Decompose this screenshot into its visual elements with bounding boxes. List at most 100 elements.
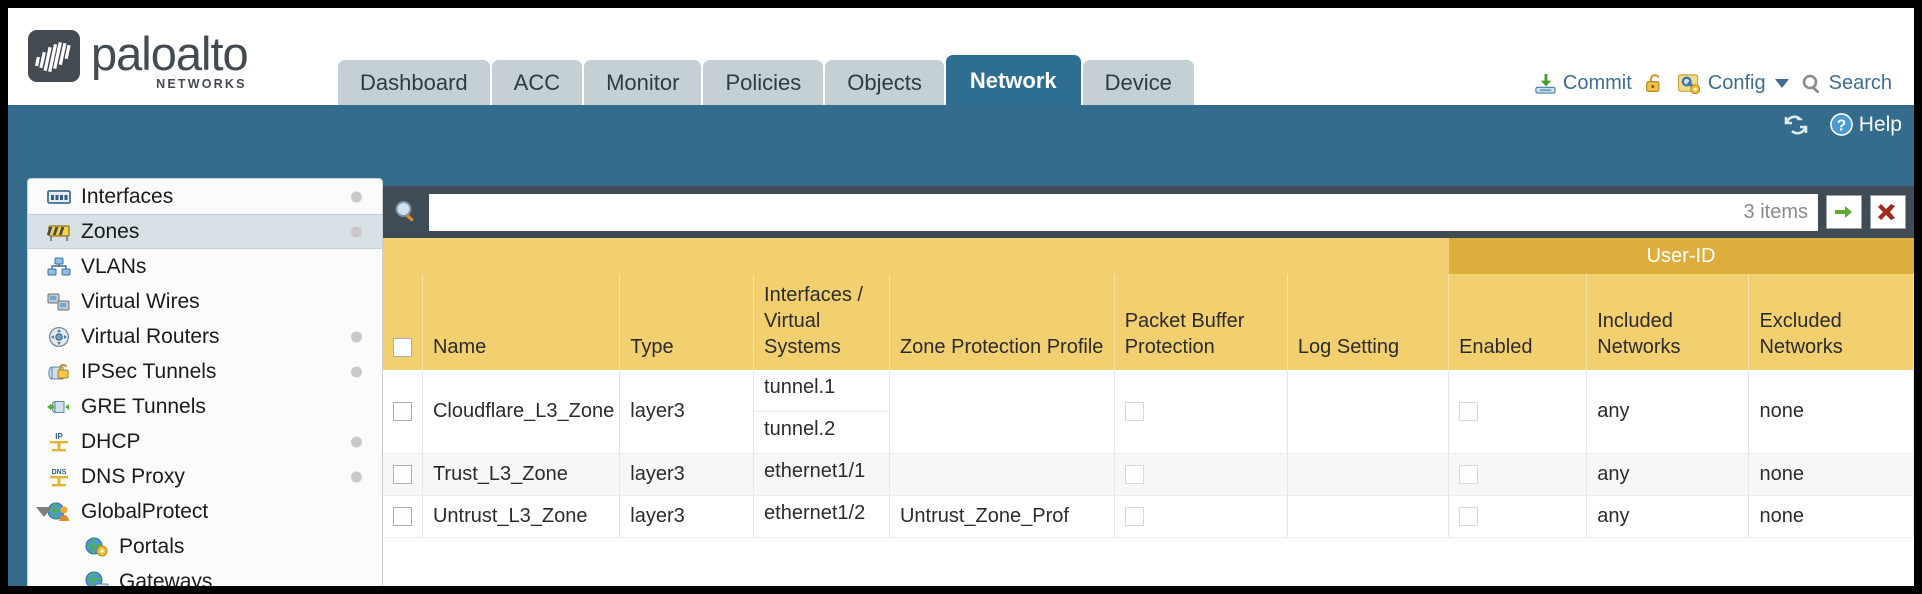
row-select-checkbox[interactable]: [393, 507, 412, 527]
group-header-spacer: [383, 238, 1449, 274]
refresh-button[interactable]: [1783, 113, 1809, 137]
packet-buffer-protection-checkbox[interactable]: [1124, 465, 1144, 485]
zone-protection-profile-cell: [889, 370, 1115, 454]
sidebar-item-gateways[interactable]: Gateways: [28, 564, 382, 586]
column-header-log-setting[interactable]: Log Setting: [1287, 274, 1450, 370]
sidebar-item-label: Gateways: [119, 569, 213, 587]
sidebar-item-label: GRE Tunnels: [81, 394, 206, 418]
interface-item: ethernet1/2: [764, 502, 866, 524]
help-icon: ?: [1829, 113, 1853, 136]
lock-button[interactable]: [1644, 72, 1665, 95]
zone-name-link[interactable]: Cloudflare_L3_Zone: [422, 370, 621, 454]
item-count-label: 3 items: [1743, 200, 1808, 223]
tab-device[interactable]: Device: [1082, 60, 1194, 105]
log-setting-cell: [1287, 453, 1450, 496]
userid-group-header: User-ID: [1448, 238, 1914, 274]
subheader-actions: ? Help: [1783, 112, 1902, 137]
tab-acc[interactable]: ACC: [491, 60, 583, 105]
filter-toolbar: 3 items: [383, 186, 1914, 238]
help-button[interactable]: ? Help: [1829, 112, 1902, 137]
column-header-zone-protection-profile[interactable]: Zone Protection Profile: [889, 274, 1115, 370]
config-icon: [1677, 74, 1700, 95]
userid-enabled-checkbox[interactable]: [1459, 507, 1479, 527]
sidebar-item-interfaces[interactable]: Interfaces: [28, 179, 382, 214]
commit-label: Commit: [1562, 72, 1632, 94]
column-header-enabled[interactable]: Enabled: [1448, 274, 1588, 370]
packet-buffer-protection-cell[interactable]: [1114, 453, 1288, 496]
select-all-header[interactable]: [383, 274, 423, 370]
apply-filter-button[interactable]: [1826, 195, 1862, 229]
portals-icon: [84, 536, 110, 558]
zone-protection-profile-cell: [889, 453, 1115, 496]
tab-dashboard[interactable]: Dashboard: [338, 60, 490, 105]
row-select-cell[interactable]: [383, 453, 423, 496]
sidebar-item-ipsec-tunnels[interactable]: IPSec Tunnels: [28, 354, 382, 389]
search-label: Search: [1828, 72, 1892, 94]
row-select-cell[interactable]: [383, 495, 423, 538]
column-header-included-networks[interactable]: Included Networks: [1586, 274, 1750, 370]
column-header-excluded-networks[interactable]: Excluded Networks: [1748, 274, 1914, 370]
brand-wordmark: paloalto: [91, 27, 249, 80]
expand-twisty-icon[interactable]: [36, 506, 52, 517]
row-select-checkbox[interactable]: [393, 402, 412, 422]
zone-name-link[interactable]: Trust_L3_Zone: [422, 453, 621, 496]
packet-buffer-protection-cell[interactable]: [1114, 495, 1288, 538]
ipsec-tunnels-icon: [46, 361, 72, 383]
sidebar-item-label: Portals: [119, 534, 185, 558]
select-all-checkbox[interactable]: [393, 338, 412, 358]
paloalto-logo-icon: [28, 30, 80, 82]
included-networks-cell: any: [1586, 495, 1750, 538]
zone-type-cell: layer3: [619, 370, 755, 454]
column-header-interfaces-virtual-systems[interactable]: Interfaces / Virtual Systems: [753, 274, 890, 370]
magnifier-icon: [391, 199, 421, 225]
sidebar-item-vlans[interactable]: VLANs: [28, 249, 382, 284]
zone-type-cell: layer3: [619, 495, 755, 538]
chevron-down-icon: [1774, 79, 1789, 88]
virtual-routers-icon: [46, 326, 72, 348]
sidebar-item-label: Interfaces: [81, 184, 174, 208]
commit-button[interactable]: Commit: [1534, 72, 1632, 95]
log-setting-cell: [1287, 370, 1450, 454]
tab-objects[interactable]: Objects: [825, 60, 944, 105]
sidebar-item-label: Virtual Wires: [81, 289, 200, 313]
packet-buffer-protection-cell[interactable]: [1114, 370, 1288, 454]
group-header-row: User-ID: [383, 238, 1914, 274]
packet-buffer-protection-checkbox[interactable]: [1124, 507, 1144, 527]
column-header-packet-buffer-protection[interactable]: Packet Buffer Protection: [1114, 274, 1288, 370]
tab-network[interactable]: Network: [945, 55, 1081, 105]
packet-buffer-protection-checkbox[interactable]: [1124, 402, 1144, 422]
sidebar-item-zones[interactable]: Zones: [28, 214, 382, 249]
row-select-cell[interactable]: [383, 370, 423, 454]
clear-filter-button[interactable]: [1870, 195, 1906, 229]
row-select-checkbox[interactable]: [393, 465, 412, 485]
userid-enabled-cell[interactable]: [1448, 495, 1588, 538]
tab-policies[interactable]: Policies: [703, 60, 824, 105]
excluded-networks-cell: none: [1748, 370, 1914, 454]
interfaces-cell: ethernet1/2: [753, 495, 890, 538]
column-header-type[interactable]: Type: [619, 274, 755, 370]
userid-enabled-checkbox[interactable]: [1459, 465, 1479, 485]
config-dropdown[interactable]: Config: [1677, 72, 1789, 95]
userid-enabled-checkbox[interactable]: [1459, 402, 1479, 422]
interface-item: ethernet1/1: [764, 460, 866, 482]
userid-enabled-cell[interactable]: [1448, 370, 1588, 454]
filter-input[interactable]: 3 items: [429, 193, 1818, 231]
sidebar-item-virtual-routers[interactable]: Virtual Routers: [28, 319, 382, 354]
zone-name-link[interactable]: Untrust_L3_Zone: [422, 495, 621, 538]
sidebar-item-virtual-wires[interactable]: Virtual Wires: [28, 284, 382, 319]
column-header-name[interactable]: Name: [422, 274, 621, 370]
sidebar-item-gre-tunnels[interactable]: GRE Tunnels: [28, 389, 382, 424]
userid-enabled-cell[interactable]: [1448, 453, 1588, 496]
sidebar-item-portals[interactable]: Portals: [28, 529, 382, 564]
sidebar-item-globalprotect[interactable]: GlobalProtect: [28, 494, 382, 529]
search-button[interactable]: Search: [1801, 72, 1892, 95]
tab-monitor[interactable]: Monitor: [584, 60, 702, 105]
